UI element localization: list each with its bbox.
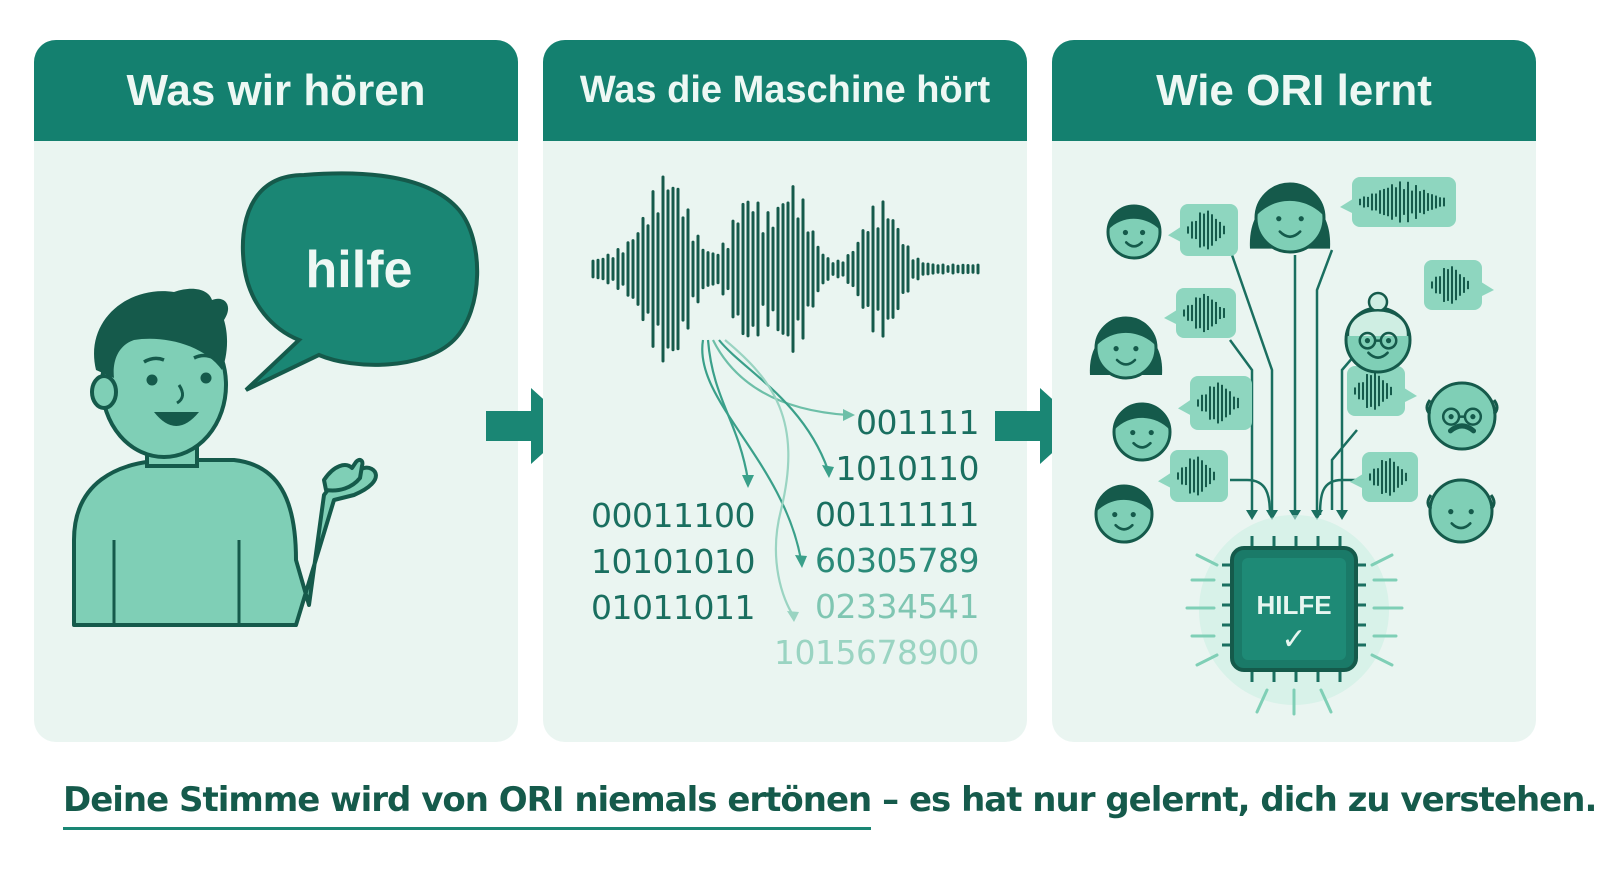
conversion-arrows-icon <box>701 339 855 622</box>
footer-statement: Deine Stimme wird von ORI niemals ertöne… <box>63 780 1597 830</box>
bits-row: 02334541 <box>815 587 979 626</box>
audio-bubble-icon <box>1340 177 1456 227</box>
person-face-icon <box>1112 402 1172 462</box>
audio-bubble-icon <box>1424 260 1494 310</box>
bits-row: 60305789 <box>815 541 979 580</box>
audio-bubble-icon <box>1158 450 1228 502</box>
panel-title: Wie ORI lernt <box>1052 40 1536 141</box>
bits-row: 00111111 <box>815 495 979 534</box>
chip-label: HILFE <box>1256 590 1332 620</box>
person-face-icon <box>1106 204 1162 260</box>
person-speaking-icon <box>72 171 480 627</box>
footer-rest: – es hat nur gelernt, dich zu verstehen. <box>871 780 1597 820</box>
bits-left: 00011100 10101010 01011011 <box>591 493 755 631</box>
person-face-icon <box>1425 381 1499 451</box>
panel-what-we-hear: Was wir hören hilfe <box>34 40 518 742</box>
connection-lines <box>1228 249 1373 516</box>
person-face-icon <box>1249 182 1331 254</box>
checkmark-icon: ✓ <box>1281 623 1307 656</box>
speech-bubble-icon <box>240 171 480 392</box>
footer-highlight: Deine Stimme wird von ORI niemals ertöne… <box>63 780 872 830</box>
bits-row: 00011100 <box>591 496 755 535</box>
bits-right: 001111 1010110 00111111 60305789 0233454… <box>774 400 979 676</box>
waveform-art <box>591 175 980 622</box>
audio-bubble-icon <box>1178 376 1252 430</box>
bits-row: 10101010 <box>591 542 755 581</box>
bits-row: 01011011 <box>591 588 755 627</box>
panel-how-ori-learns: Wie ORI lernt <box>1052 40 1536 742</box>
panel-title: Was die Maschine hört <box>543 40 1027 141</box>
person-face-icon <box>1426 478 1496 544</box>
audio-bubble-icon <box>1350 452 1418 502</box>
speech-text: hilfe <box>305 241 413 299</box>
audio-bubble-icon <box>1347 366 1417 416</box>
person-face-icon <box>1094 484 1154 544</box>
audio-bubble-icon <box>1168 204 1238 256</box>
audio-bubble-icon <box>1164 288 1236 338</box>
panel-title: Was wir hören <box>34 40 518 141</box>
bits-row: 001111 <box>856 403 979 442</box>
bits-row: 1015678900 <box>774 633 979 672</box>
panel-what-machine-hears: Was die Maschine hört 00011100 10101010 … <box>543 40 1027 742</box>
bits-row: 1010110 <box>835 449 980 488</box>
person-face-icon <box>1344 291 1412 374</box>
learning-art <box>1089 177 1499 716</box>
person-face-icon <box>1089 316 1163 380</box>
chip-icon <box>1185 515 1404 716</box>
sound-wave-icon <box>591 175 980 363</box>
